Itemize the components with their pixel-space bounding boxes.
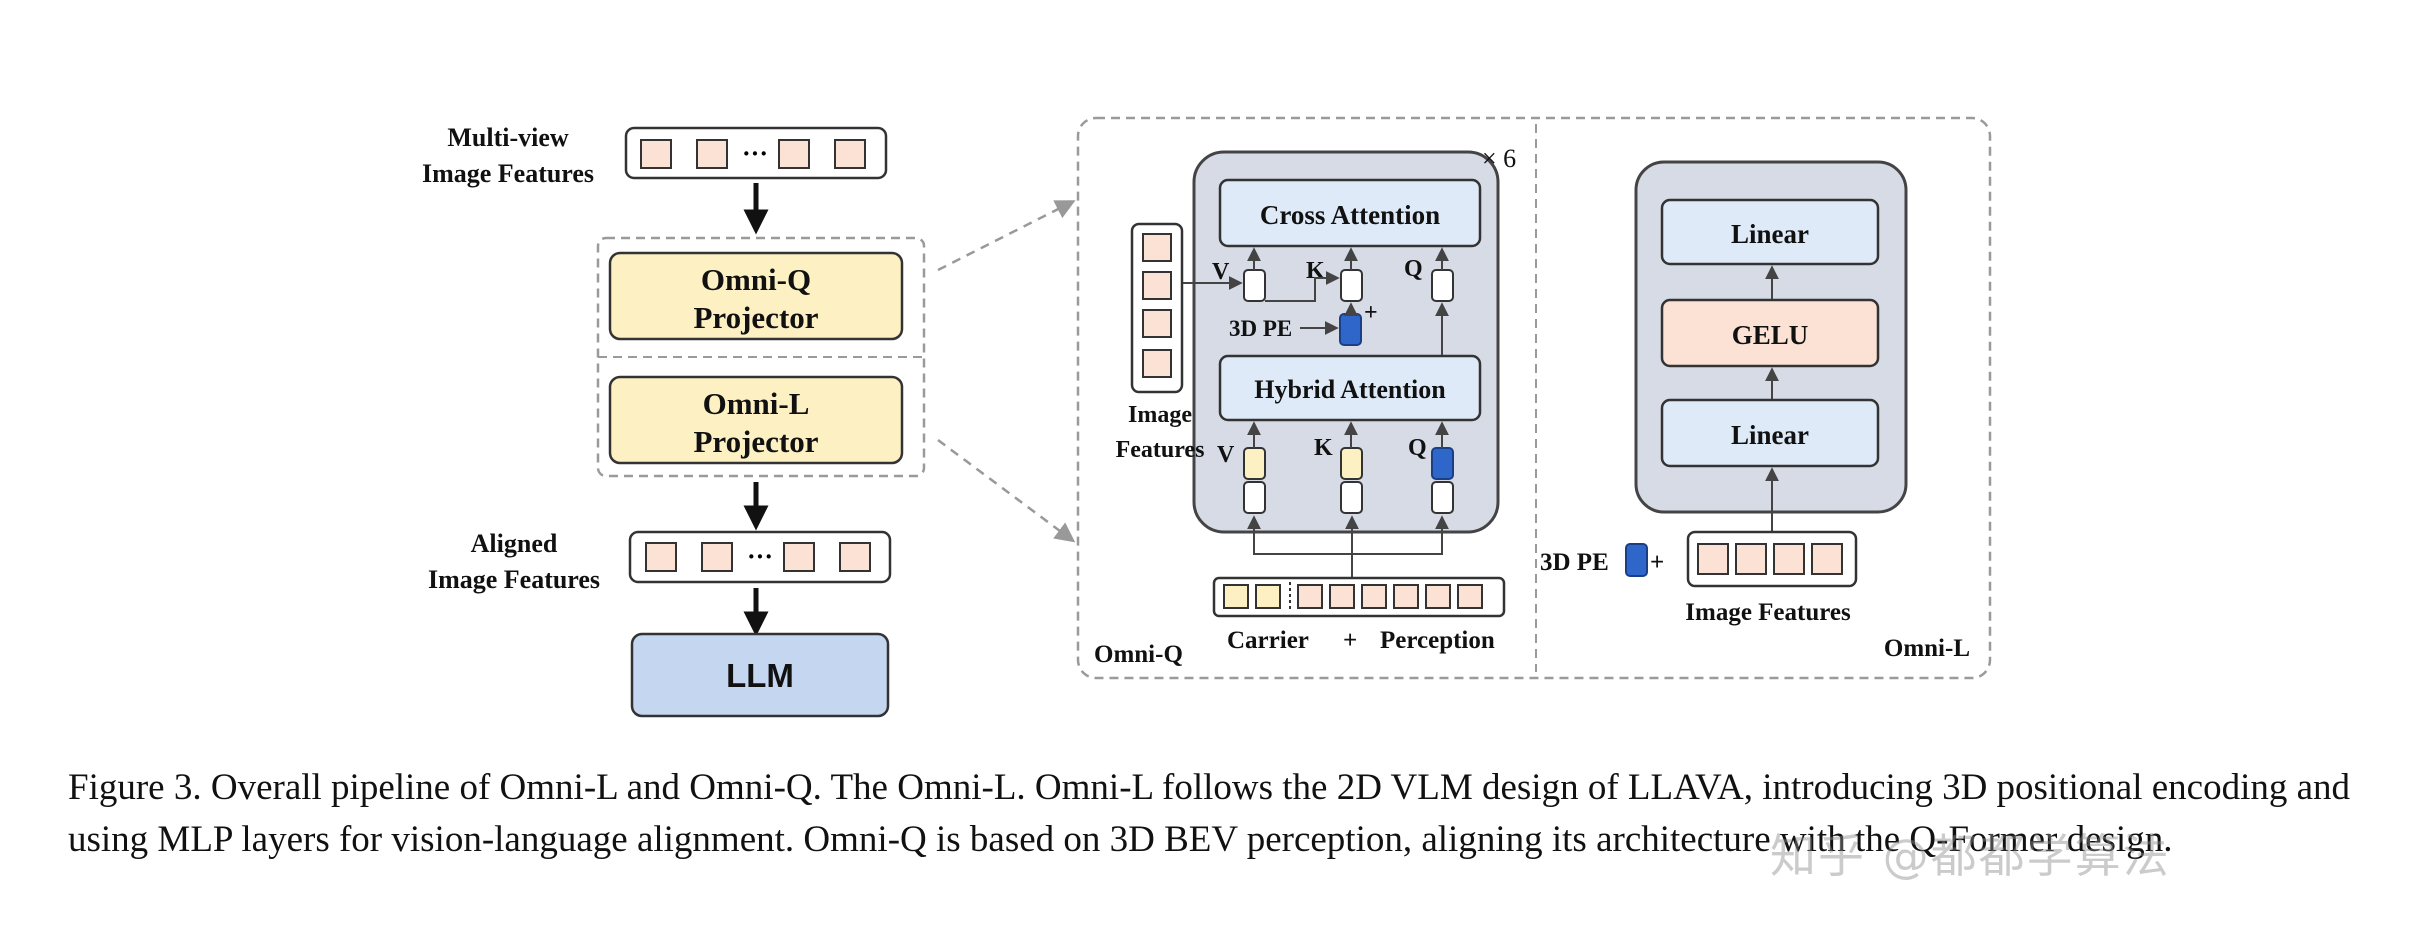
feature-cell: [1735, 543, 1767, 575]
omni-l-pe-plus: +: [1650, 549, 1664, 576]
omni-q-panel-name: Omni-Q: [1094, 641, 1183, 668]
perception-cell: [1425, 584, 1451, 609]
aligned-label-line2: Image Features: [428, 565, 600, 594]
feature-cell: [778, 139, 810, 169]
q-token-base: [1431, 481, 1454, 514]
perception-cell: [1329, 584, 1355, 609]
k-token: [1340, 269, 1363, 302]
feature-cell: [701, 542, 733, 572]
q-token-pe: [1431, 447, 1454, 480]
perception-cell: [1297, 584, 1323, 609]
omni-q-projector: [608, 251, 904, 341]
q-token: [1431, 269, 1454, 302]
pe-plus: +: [1364, 300, 1378, 326]
feature-cell: [1142, 309, 1172, 338]
feature-cell: [839, 542, 871, 572]
feature-cell: [834, 139, 866, 169]
aligned-feature-strip: ···: [628, 530, 892, 584]
image-features-label2: Features: [1116, 437, 1205, 463]
omni-l-image-features-label: Image Features: [1685, 599, 1851, 626]
gelu-label: GELU: [1732, 320, 1809, 350]
image-features-label1: Image: [1128, 402, 1192, 428]
omni-l-projector: [608, 375, 904, 465]
aligned-label-line1: Aligned: [471, 529, 558, 558]
omni-q-projector-label2: Projector: [693, 300, 818, 335]
feature-cell: [1142, 271, 1172, 300]
repeat-label: × 6: [1482, 144, 1516, 173]
pe-token: [1339, 313, 1362, 346]
omni-q-projector-label1: Omni-Q: [701, 262, 811, 297]
carrier-cell: [1223, 584, 1249, 609]
hybrid-attention-box: [1218, 354, 1482, 422]
ellipsis: ···: [742, 139, 768, 168]
detail-connector: [937, 438, 1076, 543]
k-label-lower: K: [1314, 435, 1333, 461]
carrier-plus: +: [1343, 627, 1357, 654]
omni-l-pe-token: [1625, 543, 1648, 577]
linear-top-label: Linear: [1731, 219, 1809, 249]
carrier-label: Carrier: [1227, 627, 1309, 654]
linear-top-box: [1660, 198, 1880, 266]
feature-cell: [1811, 543, 1843, 575]
linear-bottom-label: Linear: [1731, 420, 1809, 450]
omni-l-projector-label1: Omni-L: [703, 386, 810, 421]
feature-cell: [1142, 233, 1172, 262]
omni-l-pe-label: 3D PE: [1540, 549, 1609, 576]
perception-cell: [1361, 584, 1387, 609]
cross-attention-box: [1218, 178, 1482, 248]
cross-attention-label: Cross Attention: [1260, 200, 1440, 230]
ellipsis: ···: [747, 542, 773, 571]
watermark: 知乎 @都都学算法: [1770, 829, 2171, 883]
feature-cell: [1773, 543, 1805, 575]
v-token-base: [1243, 481, 1266, 514]
left-pipeline: Multi-view Image Features ··· Omni-Q Pro…: [422, 123, 1076, 718]
k-token-base: [1340, 481, 1363, 514]
detail-panel: [1076, 116, 1992, 680]
v-label-lower: V: [1217, 442, 1235, 468]
pe-label: 3D PE: [1229, 316, 1292, 341]
omni-l-panel: Linear GELU Linear 3D PE + Image Feature…: [1540, 160, 1970, 662]
omni-l-panel-name: Omni-L: [1884, 635, 1970, 662]
figure-caption: Figure 3. Overall pipeline of Omni-L and…: [68, 767, 2351, 860]
gelu-box: [1660, 298, 1880, 368]
feature-cell: [783, 542, 815, 572]
llm-label: LLM: [726, 657, 794, 694]
feature-cell: [1142, 349, 1172, 378]
feature-cell: [640, 139, 672, 169]
feature-cell: [696, 139, 728, 169]
multiview-feature-strip: ···: [624, 126, 888, 180]
omni-q-panel: × 6 Cross Attention V K Q 3D PE + Hybrid…: [1094, 144, 1516, 668]
v-label: V: [1212, 259, 1230, 285]
q-label-lower: Q: [1408, 435, 1427, 461]
perception-cell: [1393, 584, 1419, 609]
perception-label: Perception: [1380, 627, 1495, 654]
llm-box: [630, 632, 890, 718]
perception-cell: [1457, 584, 1483, 609]
input-label-line1: Multi-view: [447, 123, 569, 152]
k-token-carrier: [1340, 447, 1363, 480]
omni-l-projector-label2: Projector: [693, 424, 818, 459]
feature-cell: [1697, 543, 1729, 575]
detail-connector: [937, 200, 1076, 272]
input-label-line2: Image Features: [422, 159, 594, 188]
v-token-carrier: [1243, 447, 1266, 480]
q-label: Q: [1404, 256, 1423, 282]
v-token: [1243, 269, 1266, 302]
linear-bottom-box: [1660, 398, 1880, 468]
feature-cell: [645, 542, 677, 572]
hybrid-attention-label: Hybrid Attention: [1254, 375, 1446, 404]
carrier-cell: [1255, 584, 1281, 609]
